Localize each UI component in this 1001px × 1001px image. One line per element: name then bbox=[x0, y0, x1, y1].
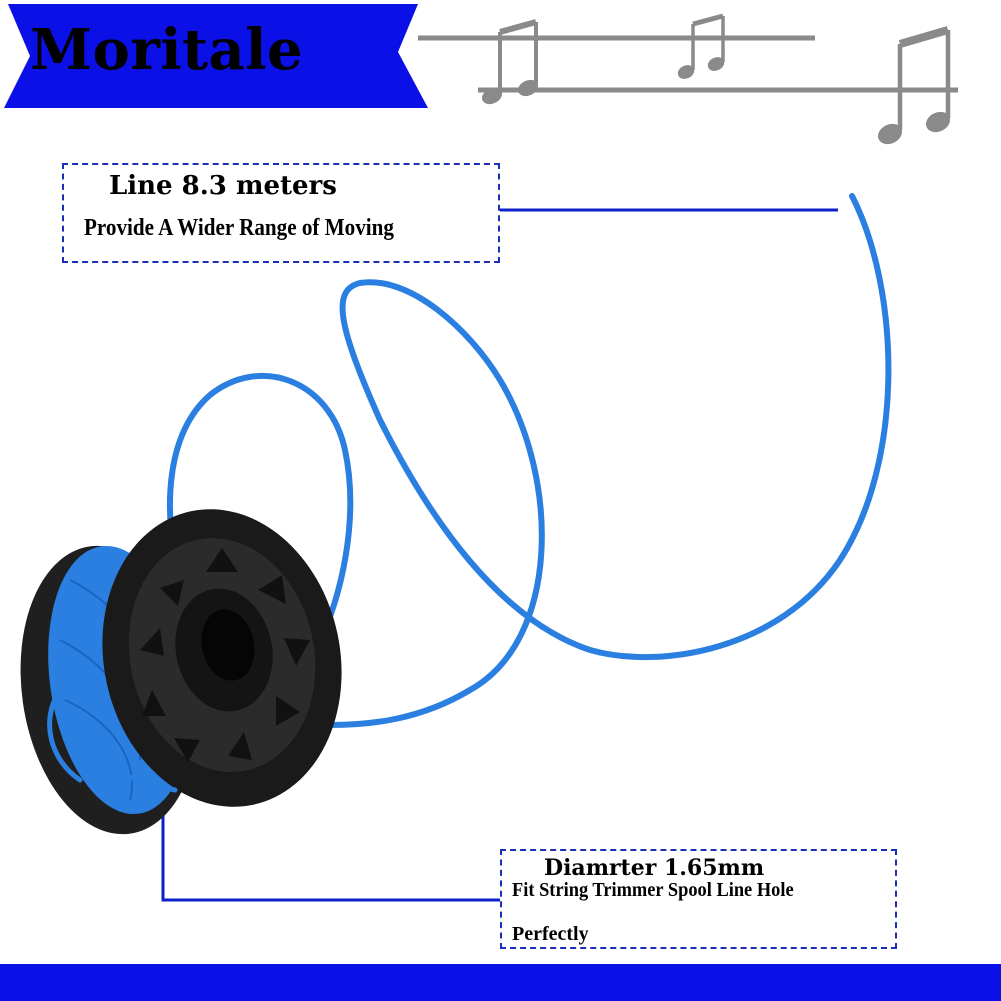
brand-banner bbox=[4, 4, 428, 108]
diameter-subtitle: Fit String Trimmer Spool Line Hole bbox=[512, 879, 794, 901]
trimmer-line-loop-outer bbox=[327, 193, 892, 728]
brand-name: Moritale bbox=[30, 17, 304, 83]
diameter-callout: Diamrter 1.65mm Fit String Trimmer Spool… bbox=[500, 849, 897, 949]
footer-bar bbox=[0, 964, 1001, 1001]
diameter-title: Diamrter 1.65mm bbox=[544, 855, 765, 881]
line-length-subtitle: Provide A Wider Range of Moving bbox=[84, 215, 394, 241]
footer-bar-fill bbox=[0, 964, 1001, 1001]
spool-hub-hole bbox=[201, 609, 255, 681]
music-note-icon bbox=[481, 19, 539, 105]
line-length-title: Line 8.3 meters bbox=[109, 171, 337, 201]
music-notes-decoration bbox=[418, 13, 958, 145]
line-length-callout: Line 8.3 meters Provide A Wider Range of… bbox=[62, 163, 500, 263]
music-note-icon bbox=[877, 26, 951, 145]
diameter-subtitle-2: Perfectly bbox=[512, 923, 589, 945]
music-note-icon bbox=[677, 13, 725, 79]
brand-banner-shape bbox=[4, 4, 428, 108]
